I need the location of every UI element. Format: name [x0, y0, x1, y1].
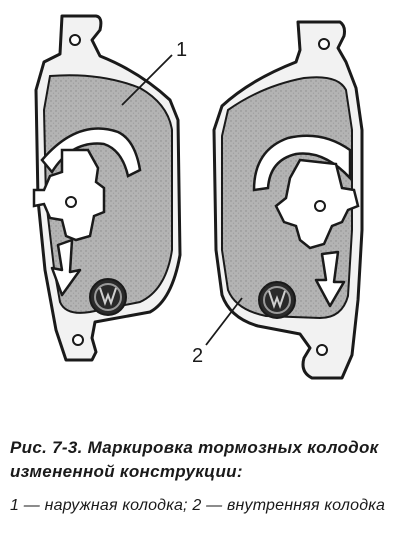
outer-pad-top-hole — [69, 34, 81, 46]
callout-1-label: 1 — [176, 39, 187, 61]
callout-2-leader — [205, 297, 243, 346]
caption-title: Рис. 7-3. Маркировка тормозных колодок и… — [10, 438, 379, 481]
outer-pad-arc-groove — [40, 127, 142, 178]
outer-brake-pad: 1 — [32, 14, 187, 362]
inner-pad-vw-logo — [258, 281, 296, 319]
brake-pads-diagram: 1 2 — [32, 14, 364, 380]
outer-pad-bottom-hole — [72, 334, 84, 346]
inner-pad-center-hole — [314, 200, 326, 212]
inner-pad-arc-groove — [252, 134, 352, 192]
outer-pad-vw-logo — [89, 278, 127, 316]
inner-pad-bottom-hole — [316, 344, 328, 356]
callout-2-label: 2 — [192, 345, 203, 367]
inner-pad-top-hole — [318, 38, 330, 50]
figure-caption: Рис. 7-3. Маркировка тормозных колодок и… — [10, 436, 392, 518]
outer-pad-direction-arrow — [50, 238, 82, 297]
caption-legend: 1 — наружная колодка; 2 — внутренняя кол… — [10, 497, 386, 514]
callout-1-leader — [121, 54, 173, 106]
inner-pad-direction-arrow — [314, 250, 346, 308]
inner-brake-pad: 2 — [192, 20, 364, 380]
outer-pad-spring-clip — [32, 148, 106, 242]
outer-pad-center-hole — [65, 196, 77, 208]
